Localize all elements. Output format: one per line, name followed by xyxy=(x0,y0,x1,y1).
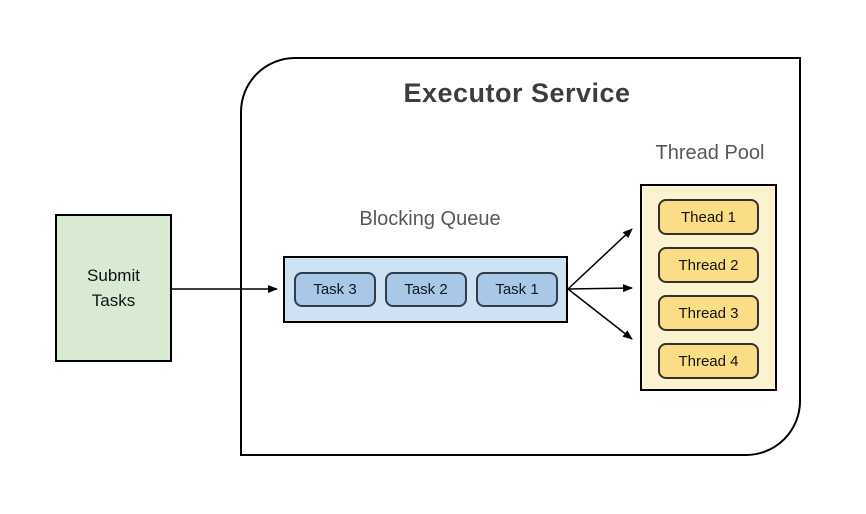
thread-box: Thread 3 xyxy=(658,295,759,331)
submit-tasks-label-line1: Submit xyxy=(87,266,140,285)
thread-box: Thead 1 xyxy=(658,199,759,235)
thread-box: Thread 4 xyxy=(658,343,759,379)
thread-pool-label: Thread Pool xyxy=(655,142,765,164)
thread-box: Thread 2 xyxy=(658,247,759,283)
submit-tasks-label-line2: Tasks xyxy=(91,291,136,310)
task-box: Task 3 xyxy=(294,272,376,307)
blocking-queue-label: Blocking Queue xyxy=(359,208,501,230)
task-box: Task 2 xyxy=(385,272,467,307)
executor-service-container xyxy=(240,57,801,456)
diagram-title: Executor Service xyxy=(403,78,631,108)
blocking-queue-container: Task 3 Task 2 Task 1 xyxy=(283,256,568,323)
task-box: Task 1 xyxy=(476,272,558,307)
thread-pool-container: Thead 1 Thread 2 Thread 3 Thread 4 xyxy=(640,184,777,391)
submit-tasks-box: Submit Tasks xyxy=(55,214,172,362)
